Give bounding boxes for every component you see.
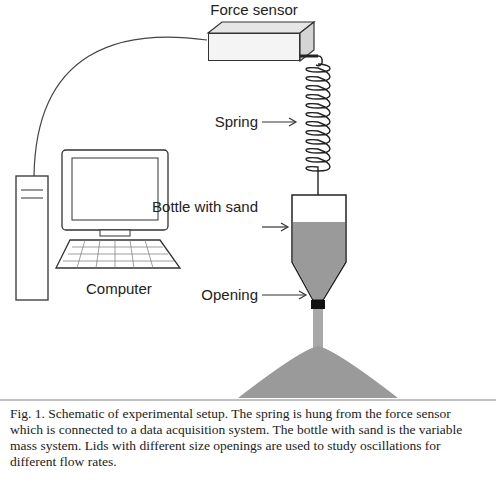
sensor-box: Force sensor <box>208 33 300 61</box>
leader-arrows <box>262 118 306 299</box>
sand-pile <box>238 346 398 398</box>
part-label: Bottle with sand <box>148 198 258 216</box>
opening-lid <box>311 300 325 309</box>
part-label: Spring <box>215 113 258 131</box>
bottle-outline <box>292 195 346 300</box>
drive-slot <box>21 190 43 191</box>
screen <box>72 158 158 220</box>
part-label: Computer <box>86 280 152 298</box>
sand-fill <box>293 222 345 299</box>
figure-caption: Fig. 1. Schematic of experimental setup.… <box>10 406 486 470</box>
monitor-stand <box>100 230 130 236</box>
spring-hook <box>317 172 318 195</box>
drive-slot <box>21 198 43 199</box>
keyboard <box>56 240 180 268</box>
sensor-top <box>208 22 314 33</box>
part-label: Opening <box>201 286 258 304</box>
monitor <box>62 150 168 230</box>
keyboard-keys <box>63 240 174 268</box>
spring-coil <box>306 64 330 172</box>
computer-tower <box>16 176 48 300</box>
node-label: Force sensor <box>210 1 298 19</box>
caption-rule <box>0 400 496 401</box>
